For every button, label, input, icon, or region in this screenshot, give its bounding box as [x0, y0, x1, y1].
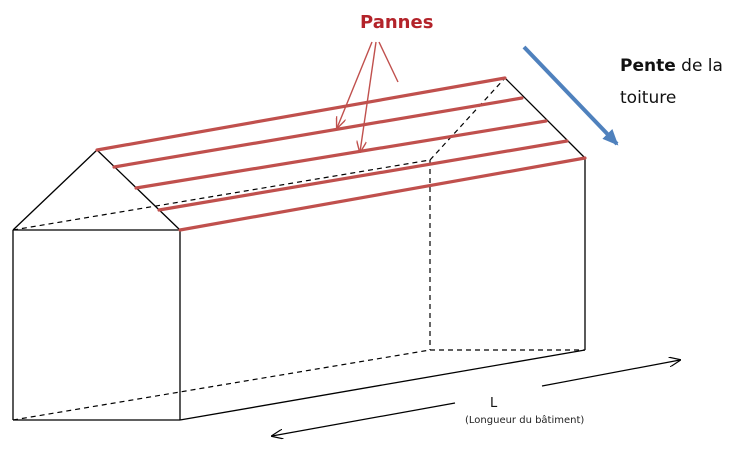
length-arrow-left — [272, 402, 456, 436]
roof-slope-bold: Pente — [620, 56, 676, 76]
pannes-pointer-2 — [360, 41, 377, 152]
roof-slope-label: Pente de la toiture — [620, 50, 745, 114]
roof-slope-rest: de la toiture — [620, 56, 723, 108]
side-wall — [179, 77, 586, 421]
purlin-3 — [134, 119, 548, 190]
pannes-label: Pannes — [360, 12, 434, 33]
pannes-pointer-3 — [378, 41, 399, 83]
pannes-pointer-1 — [337, 41, 373, 128]
purlin-2 — [112, 96, 524, 169]
purlin-4 — [157, 139, 569, 212]
length-symbol: L — [490, 396, 498, 411]
purlin-1 — [95, 76, 507, 152]
length-arrow-right — [541, 360, 680, 387]
slope-arrow — [522, 45, 619, 146]
hidden-edges — [12, 77, 585, 421]
purlin-5 — [178, 156, 587, 232]
gable-wall — [12, 149, 181, 421]
length-arrows — [272, 360, 680, 436]
length-description: (Longueur du bâtiment) — [465, 415, 585, 426]
purlins — [95, 76, 587, 232]
pannes-pointers — [337, 41, 399, 152]
